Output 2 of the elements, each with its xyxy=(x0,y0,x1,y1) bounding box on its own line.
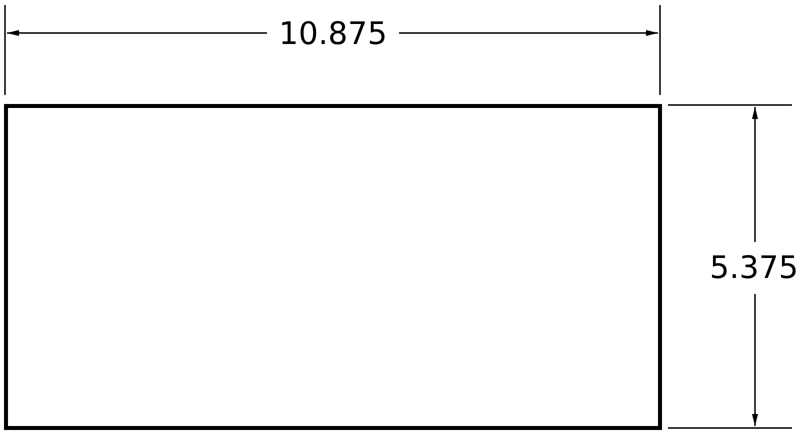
dimension-label: 10.875 xyxy=(278,16,388,52)
dimension-label: 5.375 xyxy=(710,250,798,286)
